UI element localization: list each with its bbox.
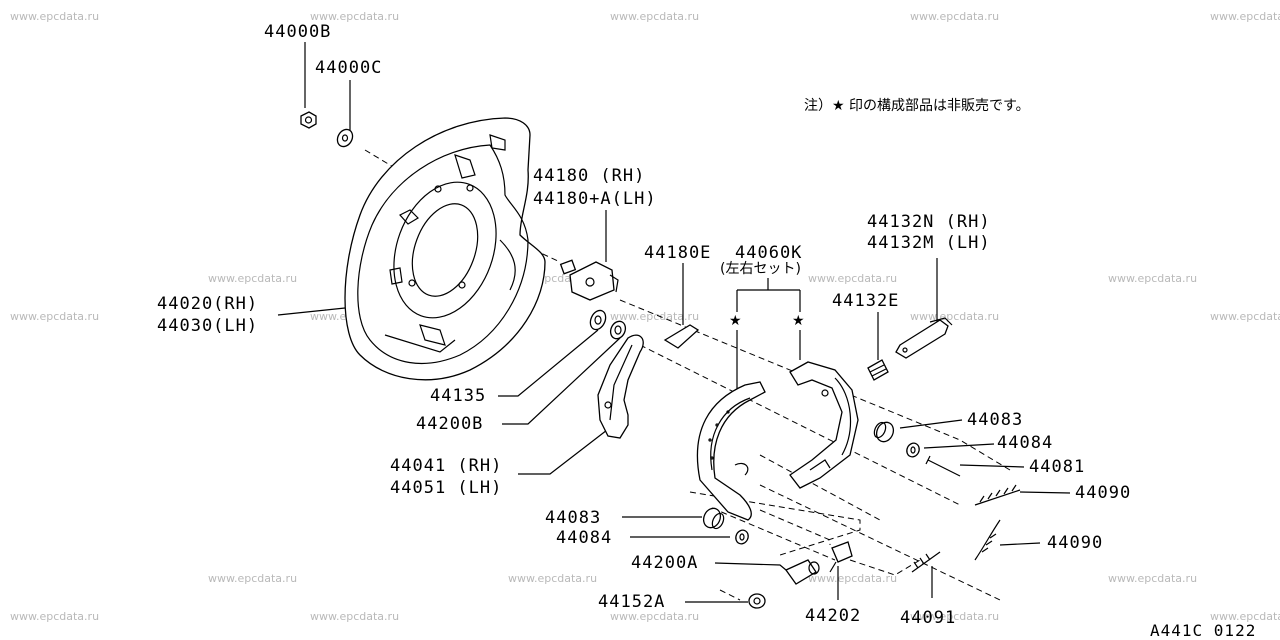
label-44060k-set-note: (左右セット) — [720, 261, 801, 277]
adjuster-plate-part — [663, 324, 700, 349]
spring-small-part — [911, 551, 941, 573]
watermark: www.epcdata.ru — [310, 610, 400, 623]
label-44180e: 44180E — [644, 243, 712, 263]
label-44051: 44051 (LH) — [390, 478, 503, 498]
star-marker-right: ★ — [792, 313, 805, 329]
diagram-code: A441C 0122 — [1150, 621, 1257, 640]
watermark: www.epcdata.ru — [910, 10, 1000, 23]
watermark: www.epcdata.ru — [10, 10, 100, 23]
label-44091: 44091 — [900, 608, 957, 628]
label-44084-upper: 44084 — [997, 433, 1054, 453]
spring-cup-lower-part — [702, 507, 749, 545]
backing-plate-part — [344, 117, 546, 381]
dashed-axes — [364, 149, 1011, 601]
watermark: www.epcdata.ru — [1210, 10, 1280, 23]
adjuster-part — [895, 317, 953, 359]
adjuster-spring-part — [867, 359, 889, 381]
brake-shoe-rear-part — [789, 361, 859, 489]
washer-part — [336, 128, 354, 148]
watermark: www.epcdata.ru — [10, 310, 100, 323]
watermark: www.epcdata.ru — [610, 10, 700, 23]
watermark: www.epcdata.ru — [808, 572, 898, 585]
watermark: www.epcdata.ru — [610, 610, 700, 623]
watermark: www.epcdata.ru — [208, 272, 298, 285]
label-44200b: 44200B — [416, 414, 484, 434]
label-44152a: 44152A — [598, 592, 666, 612]
leader-lines — [277, 42, 1071, 603]
label-44084-lower: 44084 — [556, 528, 613, 548]
label-44081: 44081 — [1029, 457, 1086, 477]
watermark: www.epcdata.ru — [1210, 610, 1280, 623]
label-44000c: 44000C — [315, 58, 383, 78]
watermark: www.epcdata.ru — [508, 572, 598, 585]
watermark: www.epcdata.ru — [208, 572, 298, 585]
label-44030: 44030(LH) — [157, 316, 259, 336]
watermark: www.epcdata.ru — [310, 10, 400, 23]
label-44060k: 44060K — [735, 243, 803, 263]
bolt-part — [829, 541, 853, 573]
label-44180a: 44180+A(LH) — [533, 189, 657, 209]
nut-part — [300, 111, 317, 129]
brake-shoe-front-part — [696, 381, 766, 521]
label-44132e: 44132E — [832, 291, 900, 311]
spring-cup-upper-part — [873, 421, 920, 458]
label-44000b: 44000B — [264, 22, 332, 42]
hold-down-pin-part — [925, 455, 961, 477]
watermark: www.epcdata.ru — [808, 272, 898, 285]
label-44132m: 44132M (LH) — [867, 233, 991, 253]
watermark: www.epcdata.ru — [10, 610, 100, 623]
label-44132n: 44132N (RH) — [867, 212, 991, 232]
non-sale-note: 注）★ 印の構成部品は非販売です。 — [804, 98, 1030, 114]
watermark: www.epcdata.ru — [910, 610, 1000, 623]
cap-part — [748, 593, 766, 609]
label-44202: 44202 — [805, 606, 862, 626]
label-44083-lower: 44083 — [545, 508, 602, 528]
parking-lever-part — [597, 334, 644, 439]
watermark: www.epcdata.ru — [610, 310, 700, 323]
label-44020: 44020(RH) — [157, 294, 259, 314]
watermark: www.epcdata.ru — [1108, 272, 1198, 285]
label-44090-lower: 44090 — [1047, 533, 1104, 553]
return-spring-part — [974, 484, 1021, 561]
wheel-cylinder-part — [559, 259, 619, 301]
watermark: www.epcdata.ru — [910, 310, 1000, 323]
watermark: www.epcdata.ru — [1108, 572, 1198, 585]
small-ring-part — [589, 309, 627, 340]
star-marker-left: ★ — [729, 313, 742, 329]
label-44135: 44135 — [430, 386, 487, 406]
watermark: www.epcdata.ru — [1210, 310, 1280, 323]
adjuster-screw-part — [785, 559, 820, 585]
label-44200a: 44200A — [631, 553, 699, 573]
label-44180: 44180 (RH) — [533, 166, 646, 186]
label-44083-upper: 44083 — [967, 410, 1024, 430]
label-44090-upper: 44090 — [1075, 483, 1132, 503]
label-44041: 44041 (RH) — [390, 456, 503, 476]
